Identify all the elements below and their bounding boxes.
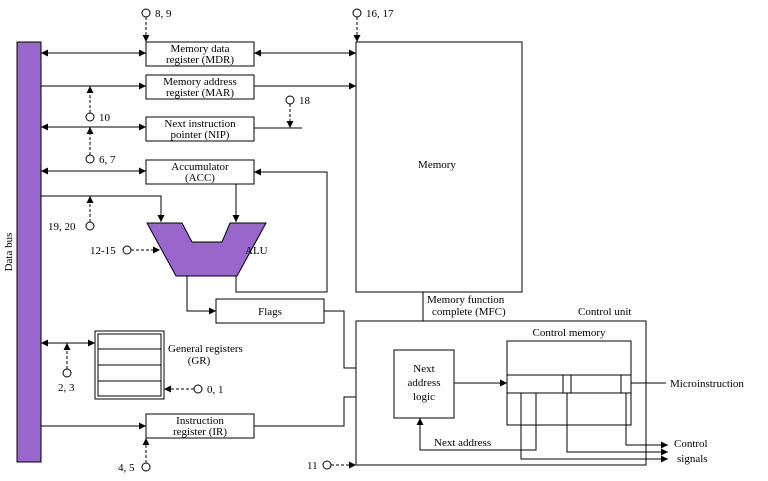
control-point-alu-bus-label: 19, 20 — [48, 221, 76, 233]
alu — [146, 222, 267, 277]
control-point-alu-op-label: 12-15 — [90, 245, 116, 257]
control-point-mdr-label: 8, 9 — [155, 8, 172, 20]
acc-label-1: Accumulator — [171, 161, 229, 173]
control-point-nip-bus — [85, 154, 95, 164]
memory — [355, 41, 523, 293]
flags-label: Flags — [258, 306, 282, 318]
mdr-label-2: register (MDR) — [166, 54, 234, 66]
mdr-register — [145, 41, 255, 67]
control-point-mar-bus-label: 10 — [99, 112, 111, 124]
control-point-memory-label: 16, 17 — [366, 8, 394, 20]
nip-register — [145, 116, 255, 142]
nal-label-3: logic — [413, 391, 435, 403]
control-point-gr-bus — [62, 368, 72, 378]
mfc-label-2: complete (MFC) — [432, 306, 506, 318]
ir-label-2: register (IR) — [173, 426, 227, 438]
mar-label-1: Memory address — [163, 76, 237, 88]
nal-label-1: Next — [413, 363, 434, 375]
control-point-alu-op — [122, 245, 132, 255]
data-bus-label: Data bus — [3, 233, 15, 272]
gr-label-2: (GR) — [188, 355, 211, 367]
microinstruction-register — [506, 374, 632, 394]
control-point-gr-sel — [193, 384, 203, 394]
memory-label: Memory — [418, 159, 456, 171]
alu-to-acc-feedback — [235, 168, 328, 293]
control-point-cu-label: 11 — [307, 460, 318, 472]
control-signal-line — [520, 393, 668, 463]
control-point-gr-sel-label: 0, 1 — [207, 384, 224, 396]
mar-register — [145, 74, 255, 100]
next-address-feedback — [416, 393, 537, 451]
control-point-nip-in-label: 18 — [299, 95, 311, 107]
control-point-ir — [141, 462, 151, 472]
control-point-cu — [322, 460, 332, 470]
mfc-label-1: Memory function — [427, 294, 505, 306]
data-bus — [16, 41, 42, 463]
acc-label-2: (ACC) — [185, 172, 215, 184]
control-signals-label-1: Control — [674, 438, 708, 450]
control-point-mar-bus — [85, 112, 95, 122]
control-point-ir-label: 4, 5 — [118, 462, 135, 474]
alu-to-flags-link — [186, 276, 216, 315]
control-point-nip-in — [285, 95, 295, 105]
next-address-logic — [393, 349, 455, 419]
control-unit-label: Control unit — [578, 306, 631, 318]
control-point-mdr — [141, 8, 151, 18]
bus-to-alu-link — [41, 195, 165, 222]
nal-label-2: address — [408, 377, 441, 389]
flags-register — [215, 298, 325, 324]
microinstruction-label: Microinstruction — [670, 378, 744, 390]
mar-label-2: register (MAR) — [166, 87, 234, 99]
next-address-label: Next address — [434, 437, 491, 449]
control-point-alu-bus — [85, 221, 95, 231]
control-signals-label-2: signals — [677, 453, 708, 465]
control-point-nip-bus-label: 6, 7 — [99, 154, 116, 166]
control-point-gr-bus-label: 2, 3 — [58, 382, 75, 394]
gr-label-1: General registers — [168, 343, 243, 355]
mdr-label-1: Memory data — [171, 43, 230, 55]
control-point-memory — [352, 8, 362, 18]
control-signal-line — [566, 393, 668, 456]
control-signal-line — [625, 393, 668, 449]
control-memory-label: Control memory — [532, 327, 606, 339]
nip-label-2: pointer (NIP) — [171, 129, 230, 141]
alu-label: ALU — [245, 245, 268, 257]
nip-label-1: Next instruction — [164, 118, 236, 130]
ir-label-1: Instruction — [176, 415, 224, 427]
